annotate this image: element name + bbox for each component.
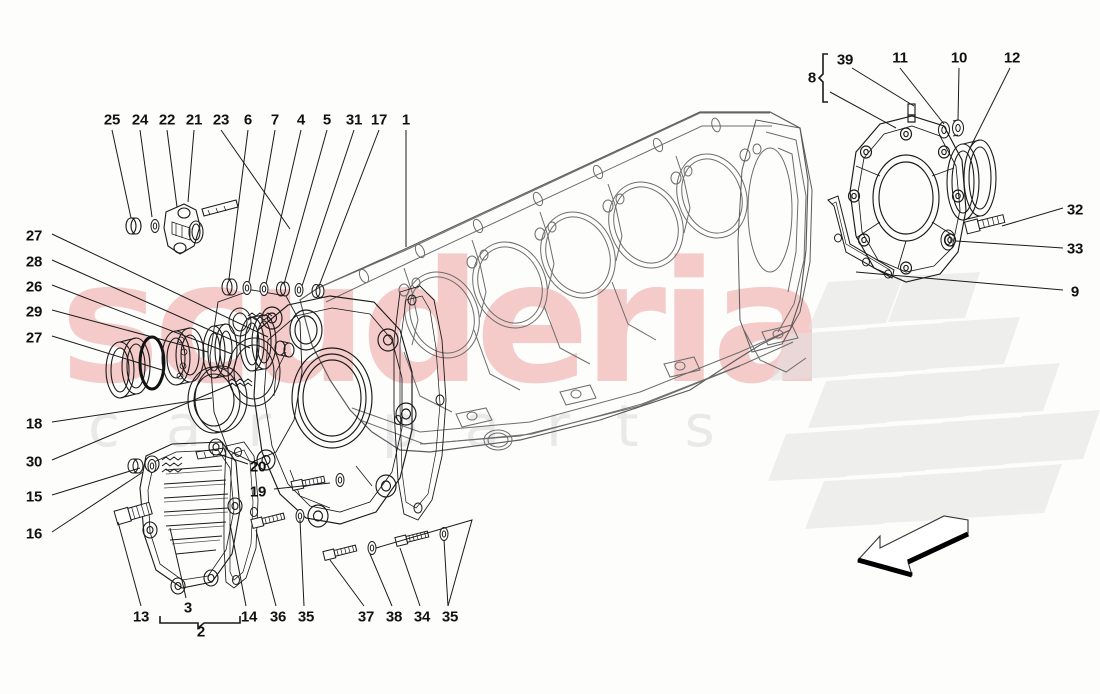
snap-ring	[138, 335, 166, 391]
callout-2[interactable]: 2	[196, 623, 206, 641]
engine-block	[299, 111, 813, 453]
callout-10[interactable]: 10	[950, 49, 968, 67]
callout-32[interactable]: 32	[1066, 201, 1084, 219]
callout-27-upper[interactable]: 27	[25, 227, 43, 245]
callout-3[interactable]: 3	[183, 599, 193, 617]
ball-bearing	[161, 327, 205, 386]
bracket-22	[163, 203, 201, 255]
callout-33[interactable]: 33	[1066, 240, 1084, 258]
nut-5	[275, 281, 291, 297]
washer-11	[938, 121, 950, 139]
callout-21[interactable]: 21	[185, 111, 203, 129]
callout-35-right[interactable]: 35	[441, 608, 459, 626]
ring-outer-left	[105, 337, 151, 399]
washer-4	[259, 281, 269, 297]
callout-13[interactable]: 13	[132, 608, 150, 626]
bolt-37	[322, 543, 358, 561]
callout-37[interactable]: 37	[357, 608, 375, 626]
callout-36[interactable]: 36	[269, 608, 287, 626]
spacer-ring	[202, 323, 238, 379]
nut-6	[221, 278, 238, 296]
checkered-flag-pattern	[768, 272, 1100, 529]
tensioner-bracket-assembly	[125, 199, 239, 255]
callout-22[interactable]: 22	[158, 111, 176, 129]
callout-28[interactable]: 28	[25, 253, 43, 271]
dowel-39	[907, 103, 916, 123]
nut-25	[125, 217, 142, 235]
callout-20[interactable]: 20	[249, 458, 267, 476]
bolt-32	[963, 214, 1006, 235]
callout-23[interactable]: 23	[212, 111, 230, 129]
washer-7	[242, 280, 252, 296]
callout-38[interactable]: 38	[385, 608, 403, 626]
dowel-cluster	[274, 340, 295, 358]
washer-38	[367, 541, 377, 555]
callout-25[interactable]: 25	[103, 111, 121, 129]
callout-14[interactable]: 14	[240, 608, 258, 626]
callout-29[interactable]: 29	[25, 303, 43, 321]
nut-10	[952, 119, 964, 137]
leader-lines	[51, 53, 1064, 630]
front-cover-gasket	[393, 285, 447, 521]
flywheel-housing-gasket	[827, 195, 895, 279]
oil-pump-cover	[139, 438, 243, 595]
direction-arrow	[856, 515, 970, 578]
spring-upper	[247, 312, 273, 321]
callout-9[interactable]: 9	[1070, 283, 1080, 301]
callout-27-lower[interactable]: 27	[25, 329, 43, 347]
fitting-13	[113, 501, 153, 526]
timing-front-cover	[253, 295, 417, 528]
callout-30[interactable]: 30	[25, 453, 43, 471]
washer-19b	[335, 473, 345, 487]
callout-35-left[interactable]: 35	[297, 608, 315, 626]
spring-small	[227, 378, 253, 387]
o-ring-23	[188, 220, 204, 244]
callout-17[interactable]: 17	[370, 111, 388, 129]
callout-19[interactable]: 19	[249, 483, 267, 501]
callout-5[interactable]: 5	[322, 111, 332, 129]
stud-spring	[161, 456, 183, 473]
callout-11[interactable]: 11	[892, 49, 908, 67]
pin-21	[201, 199, 239, 217]
callout-12[interactable]: 12	[1003, 49, 1021, 67]
callout-39[interactable]: 39	[836, 51, 854, 69]
rear-crank-seal	[946, 139, 997, 221]
ring-inner	[239, 314, 277, 372]
washer-33	[940, 229, 956, 251]
washer-24	[150, 218, 160, 234]
flywheel-housing-cover	[847, 103, 967, 283]
callout-16[interactable]: 16	[25, 525, 43, 543]
callout-18[interactable]: 18	[25, 415, 43, 433]
oil-pump-gasket	[223, 441, 259, 589]
bolt-36	[250, 511, 286, 529]
callout-8[interactable]: 8	[807, 69, 817, 87]
bolt-19	[290, 474, 326, 491]
washer-16	[147, 459, 157, 473]
fastener-row-top	[221, 278, 325, 299]
callout-15[interactable]: 15	[25, 488, 43, 506]
callout-4[interactable]: 4	[296, 111, 306, 129]
callout-24[interactable]: 24	[131, 111, 149, 129]
callout-26[interactable]: 26	[25, 278, 43, 296]
callout-7[interactable]: 7	[270, 111, 280, 129]
crankshaft-oil-seal	[187, 365, 248, 434]
nut-15	[127, 458, 144, 474]
callout-31[interactable]: 31	[345, 111, 363, 129]
callout-6[interactable]: 6	[243, 111, 253, 129]
callout-34[interactable]: 34	[413, 608, 431, 626]
dowel-20	[195, 447, 227, 460]
callout-1[interactable]: 1	[401, 111, 411, 129]
lower-fasteners	[113, 447, 449, 561]
